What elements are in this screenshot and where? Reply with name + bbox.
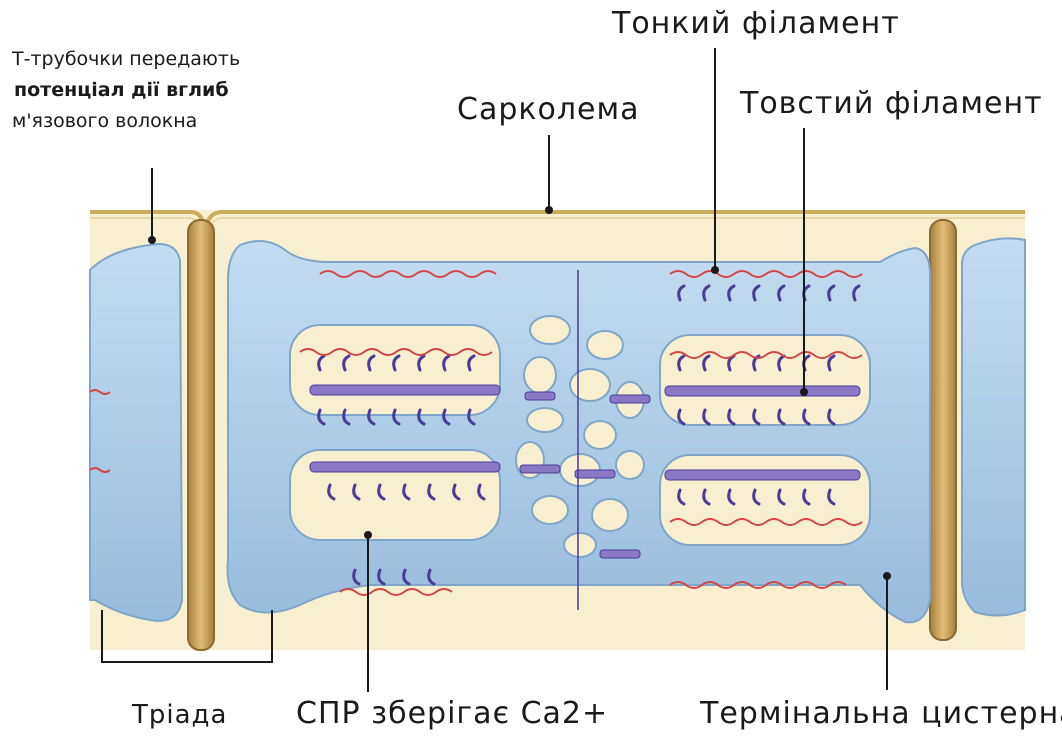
label-terminal-cisterna: Термінальна цистерна <box>700 696 1062 731</box>
label-sr-stores-ca: СПР зберігає Ca2+ <box>296 696 608 731</box>
label-t-tubules-line2: потенціал дії вглиб <box>14 75 229 106</box>
sarcoplasmic-reticulum-left <box>90 244 182 621</box>
t-tubule-right <box>930 220 956 640</box>
sarcoplasmic-reticulum-right <box>962 238 1025 615</box>
t-tubule-left <box>188 220 214 650</box>
label-triad: Тріада <box>132 700 227 730</box>
label-t-tubules-line3: м'язового волокна <box>12 106 197 137</box>
label-thick-filament: Товстий філамент <box>740 86 1043 121</box>
label-thin-filament: Тонкий філамент <box>612 6 900 41</box>
label-sarcolemma: Сарколема <box>457 92 640 127</box>
label-t-tubules-line1: Т-трубочки передають <box>12 44 240 75</box>
